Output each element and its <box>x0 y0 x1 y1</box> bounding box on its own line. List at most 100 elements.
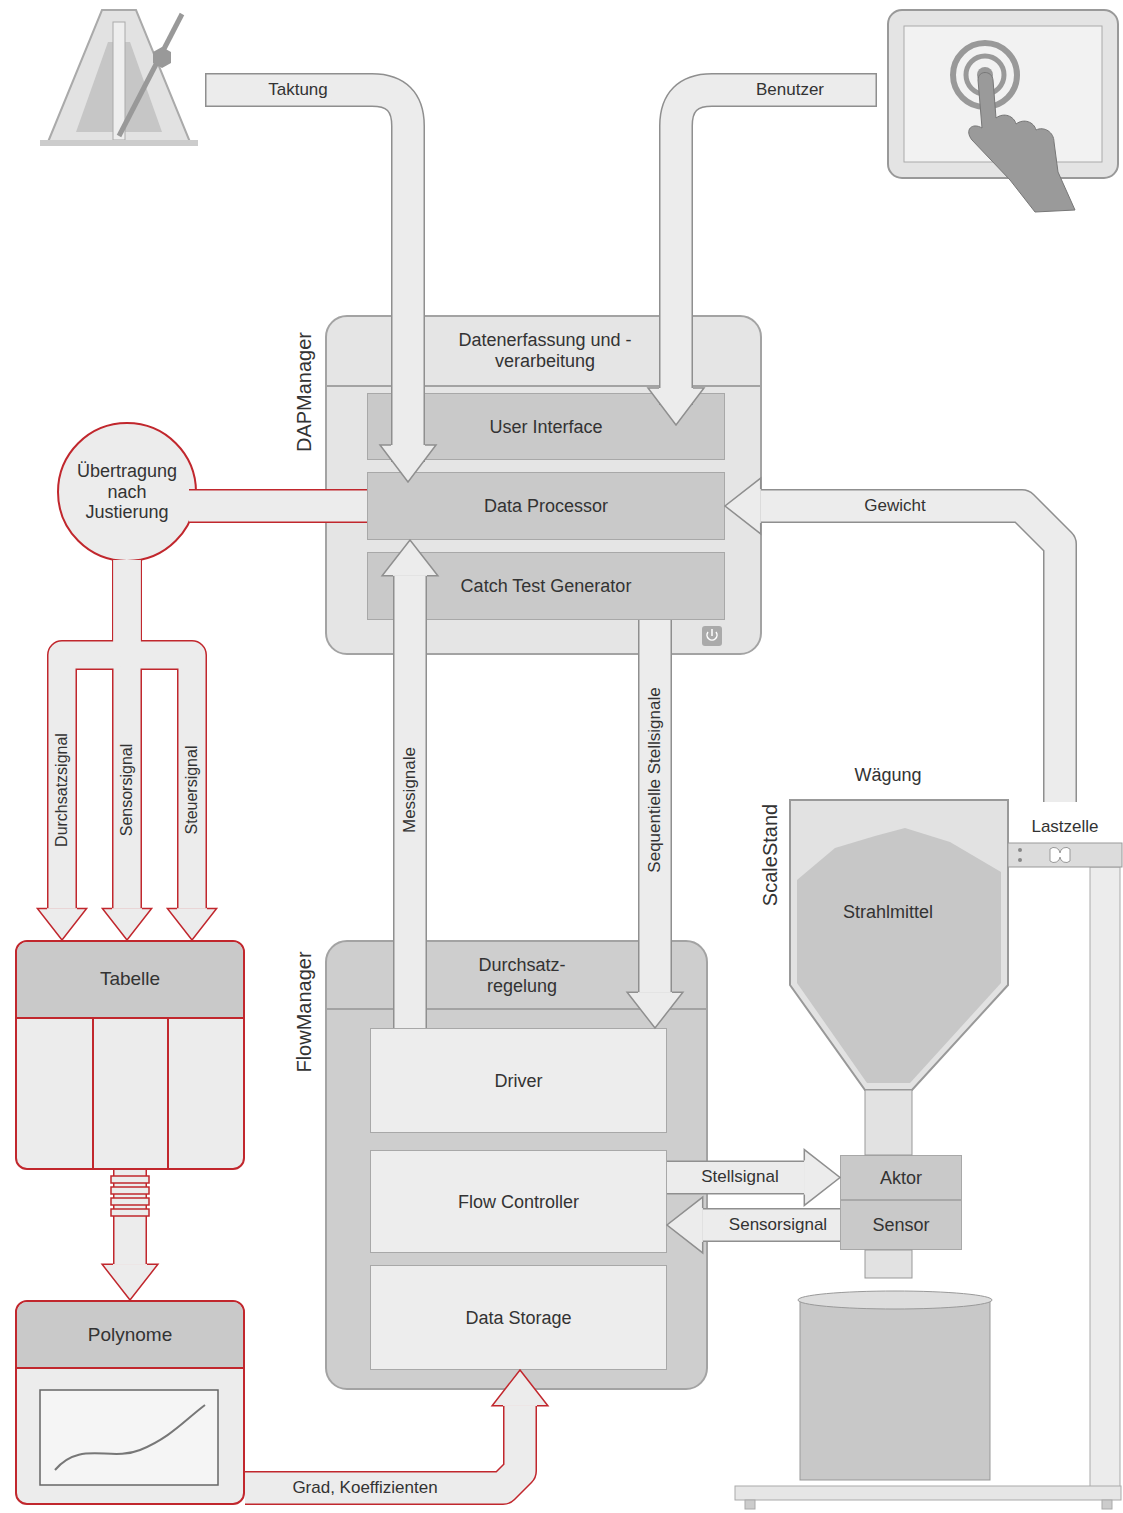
node-label: Wägung <box>854 765 921 786</box>
table-box: Tabelle <box>15 940 245 1170</box>
arrow-fill <box>222 90 408 445</box>
signal-label: Stellsignal <box>698 1168 782 1187</box>
node-label: Übertragung nach Justierung <box>67 461 187 523</box>
stand-post <box>1090 867 1120 1488</box>
metronome-scale <box>113 22 125 140</box>
block-arrow <box>667 1161 804 1195</box>
actuator-box: Aktor <box>840 1155 962 1200</box>
block-arrow-fill <box>640 620 671 992</box>
arrow-head <box>382 540 438 576</box>
table-column-rule <box>92 1019 94 1168</box>
block-arrow-fill <box>761 506 1060 802</box>
block-arrow-fill <box>127 560 192 909</box>
arrow-head <box>804 1150 840 1206</box>
signal-label: Sensorsignal <box>726 1216 830 1235</box>
block-arrow <box>245 1406 520 1488</box>
arrow-head-outline <box>667 1197 703 1253</box>
vertical-label: DAPManager <box>293 332 316 452</box>
hopper-outline <box>790 800 1008 1090</box>
user-arrow <box>648 90 860 425</box>
plot-frame <box>40 1390 218 1485</box>
transfer-circle: Übertragung nach Justierung <box>57 422 197 562</box>
bucket-rim <box>798 1291 992 1309</box>
metronome-base <box>40 140 198 146</box>
block-arrow <box>393 576 427 1028</box>
joint-segment <box>111 1209 149 1216</box>
arrow-head <box>380 445 436 482</box>
node-label: Datenerfassung und -verarbeitung <box>445 330 645 371</box>
stand-foot <box>745 1500 755 1509</box>
node-label: Catch Test Generator <box>461 576 632 597</box>
block-arrow <box>761 506 1060 802</box>
bucket <box>800 1300 990 1480</box>
arrow-head <box>37 909 86 941</box>
stand-foot <box>1102 1500 1112 1509</box>
arrow-fill <box>676 90 860 388</box>
arrow-head-outline <box>804 1150 840 1206</box>
hopper-neck <box>865 1090 912 1155</box>
blasting-media <box>797 828 1001 1083</box>
signal-label: Steuersignal <box>183 743 201 838</box>
node-label: Data Storage <box>465 1307 571 1328</box>
arrow-head-outline <box>648 388 704 425</box>
arrow-head <box>102 1264 158 1300</box>
arrow-head-outline <box>627 992 683 1028</box>
signal-label: Durchsatzsignal <box>53 730 71 850</box>
load-cell-hole <box>1018 848 1022 852</box>
manager-box: DAPManagerDatenerfassung und -verarbeitu… <box>325 315 762 655</box>
block-arrow-fill <box>667 1162 804 1193</box>
connector-heads <box>37 478 840 1406</box>
signal-label: Messignale <box>401 744 420 836</box>
stand-base <box>735 1486 1121 1500</box>
free-label: Taktung <box>265 81 331 100</box>
power-symbol <box>707 629 717 640</box>
arrow-head <box>167 909 216 941</box>
arrow-head-outline <box>37 909 86 941</box>
block-arrow <box>703 1208 840 1242</box>
block-arrow-fill <box>703 1210 840 1241</box>
power-button <box>702 626 722 646</box>
power-icon <box>702 626 722 646</box>
metronome-rod <box>119 14 182 136</box>
arrow-head-outline <box>167 909 216 941</box>
metronome-body <box>48 10 190 142</box>
module-box: Driver <box>370 1028 667 1133</box>
block-arrow-fill <box>245 1406 520 1488</box>
load-cell <box>1008 843 1122 867</box>
joint-segment <box>111 1187 149 1194</box>
module-box: Data Processor <box>367 472 725 540</box>
block-arrow-fill <box>189 491 367 522</box>
vertical-label: FlowManager <box>293 951 316 1072</box>
block-arrow <box>638 620 672 992</box>
block-arrow-fill <box>115 1170 146 1264</box>
polynomial-plot <box>40 1390 218 1485</box>
arrow-outline <box>676 90 860 388</box>
accordion-joint <box>111 1176 149 1216</box>
arrow-head-outline <box>380 445 436 482</box>
free-label: Lastzelle <box>1028 818 1101 837</box>
sensor-box: Sensor <box>840 1200 962 1250</box>
node-label: Data Processor <box>484 496 608 517</box>
arrow-outline <box>222 90 408 445</box>
connector-fills <box>62 506 1060 1488</box>
module-box: Data Storage <box>370 1265 667 1370</box>
node-label: Polynome <box>88 1324 173 1346</box>
node-label: Tabelle <box>100 968 160 990</box>
arrow-head-outline <box>382 540 438 576</box>
hand <box>969 73 1075 213</box>
free-label: Benutzer <box>753 81 827 100</box>
block-arrow <box>189 489 367 523</box>
signal-label: Grad, Koeffizienten <box>289 1479 440 1498</box>
block-arrow <box>113 1170 147 1264</box>
connector-outlines <box>62 506 1060 1488</box>
signal-label: Sequentielle Stellsignale <box>646 684 665 875</box>
arrow-head <box>648 388 704 425</box>
arrow-head <box>102 909 151 941</box>
arrow-head <box>667 1197 703 1253</box>
load-cell-bore <box>1050 847 1070 862</box>
block-arrow <box>127 560 192 909</box>
